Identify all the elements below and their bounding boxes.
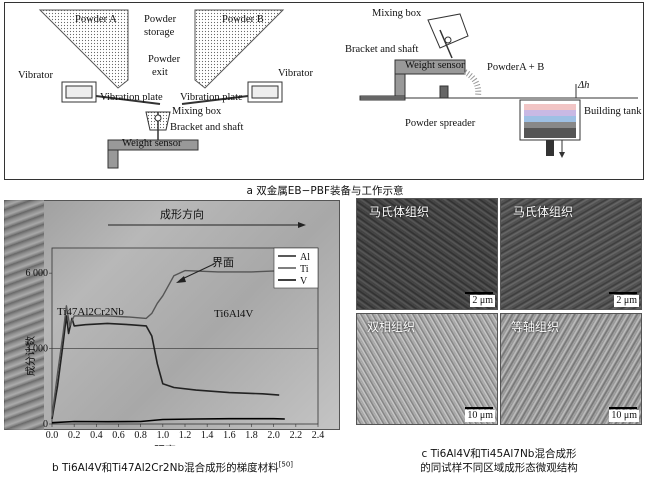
- label-weight-sensor-right: Weight sensor: [405, 60, 465, 71]
- panel-a-diagram: [38, 9, 638, 169]
- x-tick-label: 0.8: [134, 430, 147, 441]
- label-bracket-shaft-right: Bracket and shaft: [345, 44, 419, 55]
- label-powder-exit-1: Powder: [148, 54, 181, 65]
- direction-label: 成形方向: [160, 208, 204, 221]
- hopper-b: [194, 9, 285, 89]
- x-tick-label: 0.0: [46, 430, 59, 441]
- x-tick-label: 1.2: [179, 430, 192, 441]
- interface-label: 界面: [212, 256, 234, 269]
- series-line-ti: [51, 269, 285, 417]
- label-powder-ab: PowderA + B: [487, 62, 545, 73]
- label-powder-a: Powder A: [75, 14, 117, 25]
- hopper-a: [38, 9, 129, 89]
- micrograph-1-label: 马氏体组织: [369, 205, 430, 219]
- y-tick-label: 0: [43, 419, 48, 430]
- label-powder-spreader: Powder spreader: [405, 118, 476, 129]
- series-line-al: [51, 315, 280, 420]
- label-powder-storage-2: storage: [144, 27, 175, 38]
- legend-label-al: Al: [300, 252, 310, 263]
- micrograph-4-scale: 10 μm: [609, 410, 639, 422]
- caption-b: b Ti6Al4V和Ti47Al2Cr2Nb混合成形的梯度材料[50]: [0, 460, 345, 475]
- powder-spreader: [439, 85, 449, 99]
- micrograph-3-label: 双相组织: [367, 320, 416, 334]
- label-vibration-plate-right: Vibration plate: [180, 92, 243, 103]
- panel-a-frame: [4, 2, 644, 180]
- micrograph-2: 马氏体组织 2 μm: [500, 198, 642, 310]
- x-tick-label: 1.6: [223, 430, 236, 441]
- micrograph-2-scale-bar: [609, 292, 637, 294]
- label-weight-sensor-left: Weight sensor: [122, 138, 182, 149]
- x-tick-label: 2.4: [312, 430, 325, 441]
- micrograph-3: 双相组织 10 μm: [356, 313, 498, 425]
- mixing-box-right: [427, 13, 469, 49]
- legend-label-v: V: [300, 276, 308, 287]
- micrograph-3-scale-bar: [465, 407, 493, 409]
- caption-c-line2: 的同试样不同区域成形态微观结构: [420, 462, 578, 474]
- label-powder-storage-1: Powder: [144, 14, 177, 25]
- legend-label-ti: Ti: [300, 264, 309, 275]
- x-tick-label: 1.0: [157, 430, 170, 441]
- direction-arrow: [108, 222, 306, 228]
- label-powder-exit-2: exit: [152, 67, 168, 78]
- x-tick-label: 2.0: [267, 430, 280, 441]
- label-bracket-shaft-left: Bracket and shaft: [170, 122, 244, 133]
- micrograph-4: 等轴组织 10 μm: [500, 313, 642, 425]
- caption-c-line1: c Ti6Al4V和Ti45Al7Nb混合成形: [421, 448, 577, 460]
- panel-b-background: [4, 200, 340, 430]
- label-mixing-box-left: Mixing box: [172, 106, 222, 117]
- x-tick-label: 0.4: [90, 430, 103, 441]
- weight-sensor-right: [394, 59, 466, 75]
- x-tick-label: 1.4: [201, 430, 214, 441]
- x-tick-label: 0.2: [68, 430, 81, 441]
- series-line-v: [51, 417, 285, 424]
- y-axis-label: 成分计数: [24, 336, 37, 376]
- alloy-left-label: Ti47Al2Cr2Nb: [57, 306, 124, 318]
- weight-sensor-left: [107, 139, 199, 151]
- y-tick-label: 6 000: [26, 268, 49, 279]
- micrograph-2-label: 马氏体组织: [513, 205, 574, 219]
- panel-b-edge-texture: [4, 200, 44, 430]
- caption-a: a 双金属EB−PBF装备与工作示意: [246, 185, 404, 197]
- x-axis-label: 距离/mm: [154, 443, 197, 446]
- y-tick-label: 3 000: [26, 344, 49, 355]
- alloy-right-label: Ti6Al4V: [214, 308, 254, 320]
- label-vibrator-right: Vibrator: [278, 68, 313, 79]
- label-powder-b: Powder B: [222, 14, 264, 25]
- micrograph-1-scale: 2 μm: [470, 295, 495, 307]
- x-tick-label: 1.8: [245, 430, 258, 441]
- gradient-composition-chart: 0.0 0.2 0.4 0.6 0.8 1.0 1.2 1.4 1.6 1.8 2.0 2.2 2.4 0…: [24, 247, 325, 446]
- interface-arrow: [176, 263, 215, 283]
- label-vibrator-left: Vibrator: [18, 70, 53, 81]
- label-mixing-box-right: Mixing box: [372, 8, 422, 19]
- x-tick-label: 2.2: [290, 430, 303, 441]
- label-delta-h: Δh: [578, 80, 590, 91]
- micrograph-1-scale-bar: [465, 292, 493, 294]
- micrograph-4-label: 等轴组织: [511, 320, 560, 334]
- label-vibration-plate-left: Vibration plate: [100, 92, 163, 103]
- micrograph-4-scale-bar: [609, 407, 637, 409]
- micrograph-1: 马氏体组织 2 μm: [356, 198, 498, 310]
- micrograph-3-scale: 10 μm: [465, 410, 495, 422]
- x-tick-label: 0.6: [112, 430, 125, 441]
- micrograph-2-scale: 2 μm: [614, 295, 639, 307]
- label-building-tank: Building tank: [584, 106, 642, 117]
- caption-b-text: b Ti6Al4V和Ti47Al2Cr2Nb混合成形的梯度材料: [51, 462, 279, 474]
- caption-b-ref: [50]: [278, 460, 294, 469]
